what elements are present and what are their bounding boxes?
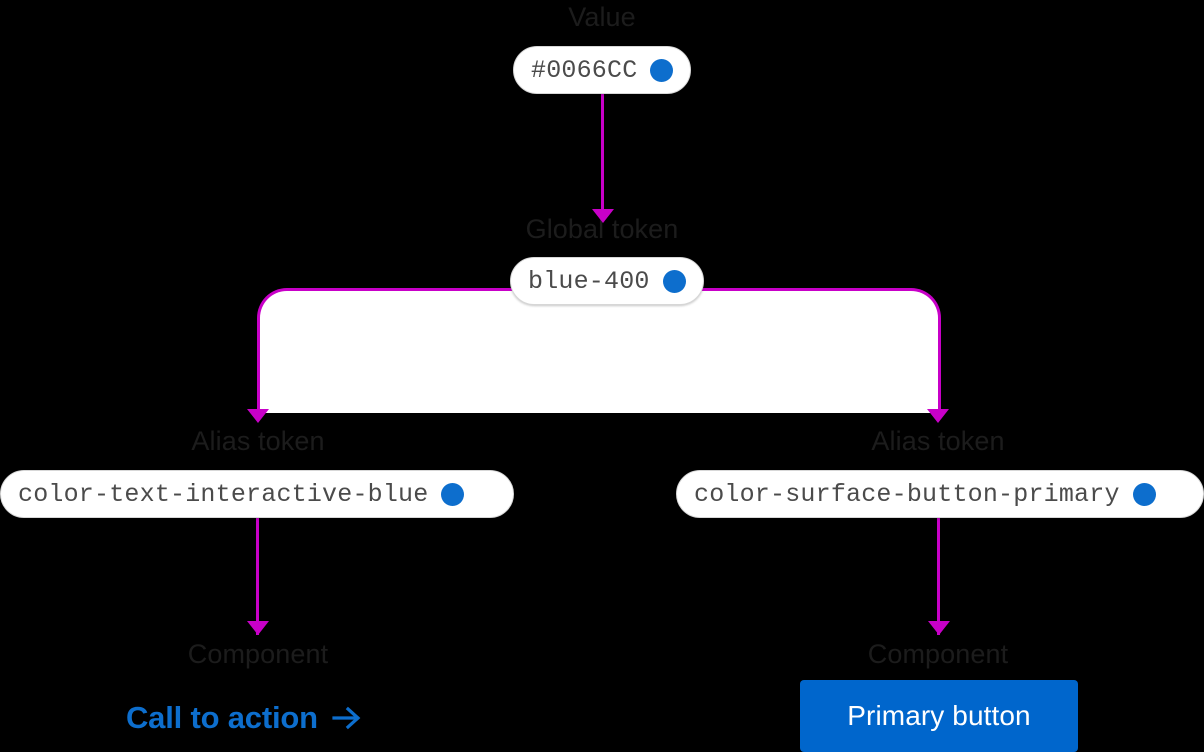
connector-arrowhead-alias-right: [927, 409, 949, 423]
connector-alias-left-to-component: [256, 518, 259, 635]
call-to-action-label: Call to action: [126, 700, 318, 735]
color-swatch-icon: [650, 58, 674, 82]
primary-button[interactable]: Primary button: [800, 680, 1078, 752]
token-pill-alias-right-text: color-surface-button-primary: [694, 479, 1120, 509]
stage-label-alias-token-left: Alias token: [191, 426, 325, 456]
connector-fork-global-to-aliases: [257, 288, 941, 413]
token-pill-global[interactable]: blue-400: [510, 257, 704, 305]
connector-alias-right-to-component: [937, 518, 940, 635]
call-to-action-link[interactable]: Call to action: [126, 702, 362, 733]
connector-arrowhead-component-left: [247, 621, 269, 635]
stage-label-component-right: Component: [867, 639, 1009, 669]
token-pill-value[interactable]: #0066CC: [513, 46, 692, 94]
connector-arrowhead-alias-left: [247, 409, 269, 423]
stage-label-value: Value: [568, 2, 636, 32]
token-pill-alias-left[interactable]: color-text-interactive-blue: [0, 470, 514, 518]
color-swatch-icon: [1132, 482, 1156, 506]
connector-arrowhead-component-right: [928, 621, 950, 635]
stage-label-component-left: Component: [187, 639, 329, 669]
connector-value-to-global: [601, 94, 604, 212]
token-pill-value-text: #0066CC: [531, 55, 638, 85]
stage-label-alias-token-right: Alias token: [871, 426, 1005, 456]
token-pill-global-text: blue-400: [528, 266, 650, 296]
arrow-right-icon: [332, 705, 362, 731]
color-swatch-icon: [441, 482, 465, 506]
connector-arrowhead-global: [592, 209, 614, 223]
color-swatch-icon: [662, 269, 686, 293]
token-pill-alias-right[interactable]: color-surface-button-primary: [676, 470, 1204, 518]
token-pill-alias-left-text: color-text-interactive-blue: [18, 479, 429, 509]
